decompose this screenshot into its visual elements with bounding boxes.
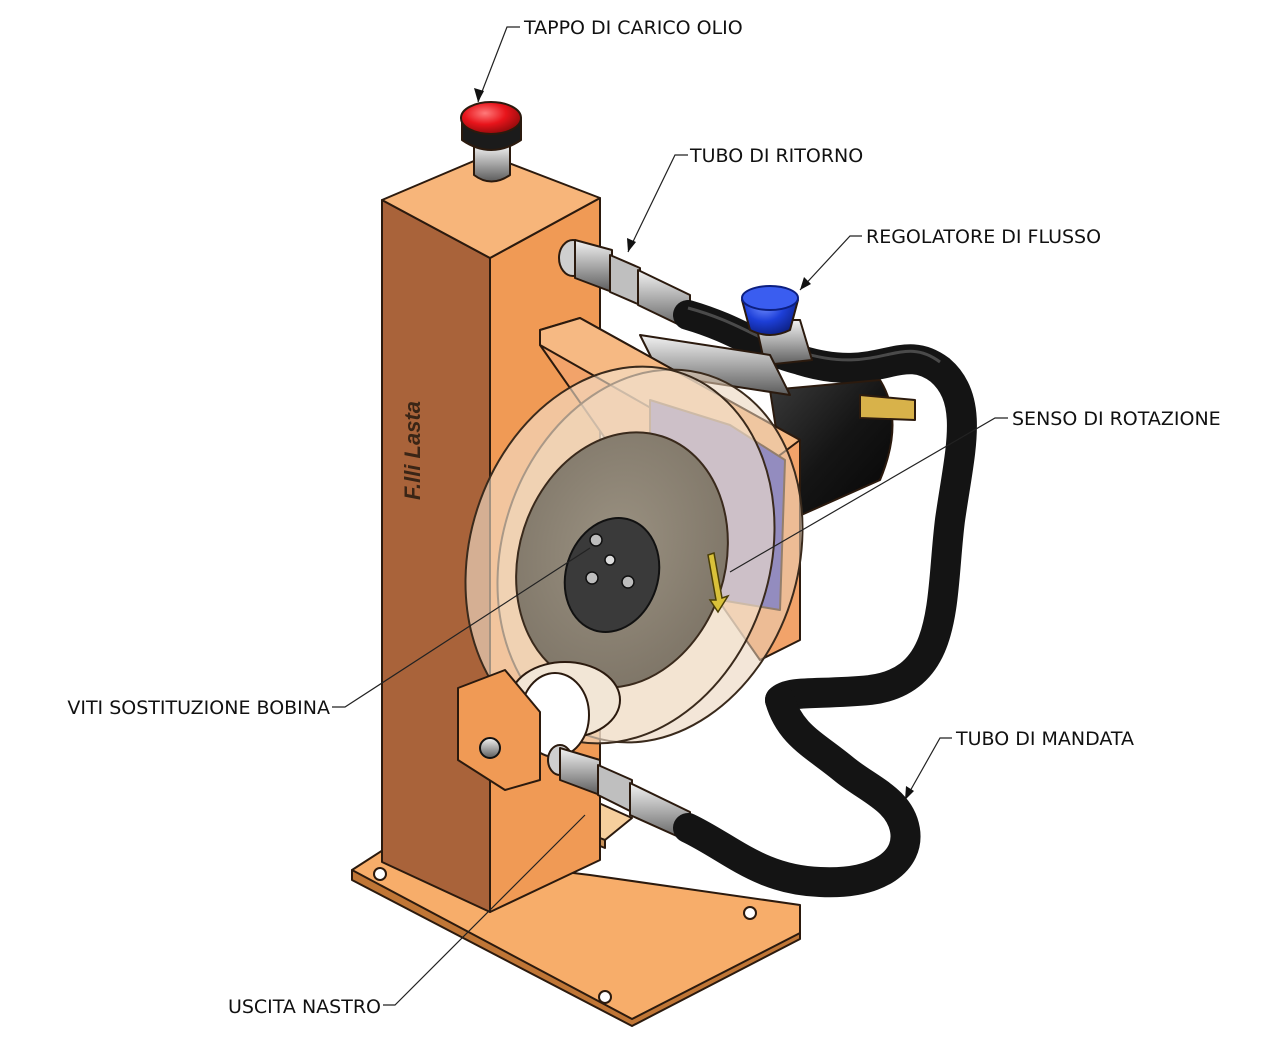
red-cap-icon xyxy=(460,101,522,135)
flow-regulator xyxy=(741,285,813,366)
leader-lines xyxy=(332,26,1008,1006)
label-return-hose: TUBO DI RITORNO xyxy=(689,145,863,167)
roller-bolt-icon xyxy=(479,737,501,759)
blue-knob-icon xyxy=(741,285,799,311)
label-fill-cap: TAPPO DI CARICO OLIO xyxy=(523,17,743,39)
brand-label: F.lli Lasta xyxy=(400,401,425,500)
reel-hub xyxy=(563,517,661,633)
reel-screw-icon xyxy=(604,554,616,566)
reel-screw-icon xyxy=(589,533,603,547)
label-delivery-hose: TUBO DI MANDATA xyxy=(955,728,1134,750)
mounting-hole xyxy=(743,906,757,920)
oil-fill-cap xyxy=(460,101,522,183)
label-reel-screws: VITI SOSTITUZIONE BOBINA xyxy=(67,697,330,719)
rotation-arrow-icon xyxy=(707,552,730,614)
tape-reel xyxy=(464,365,804,745)
column-top-face xyxy=(381,154,601,259)
reel-screw-icon xyxy=(621,575,635,589)
mounting-hole xyxy=(598,990,612,1004)
pressure-roller xyxy=(457,661,621,791)
delivery-hose xyxy=(673,685,921,898)
label-flow-regulator: REGOLATORE DI FLUSSO xyxy=(866,226,1101,248)
label-rotation: SENSO DI ROTAZIONE xyxy=(1012,408,1221,430)
mounting-hole xyxy=(373,867,387,881)
reel-screw-icon xyxy=(585,571,599,585)
label-tape-exit: USCITA NASTRO xyxy=(228,996,381,1018)
base-plate-edge xyxy=(351,869,801,1027)
